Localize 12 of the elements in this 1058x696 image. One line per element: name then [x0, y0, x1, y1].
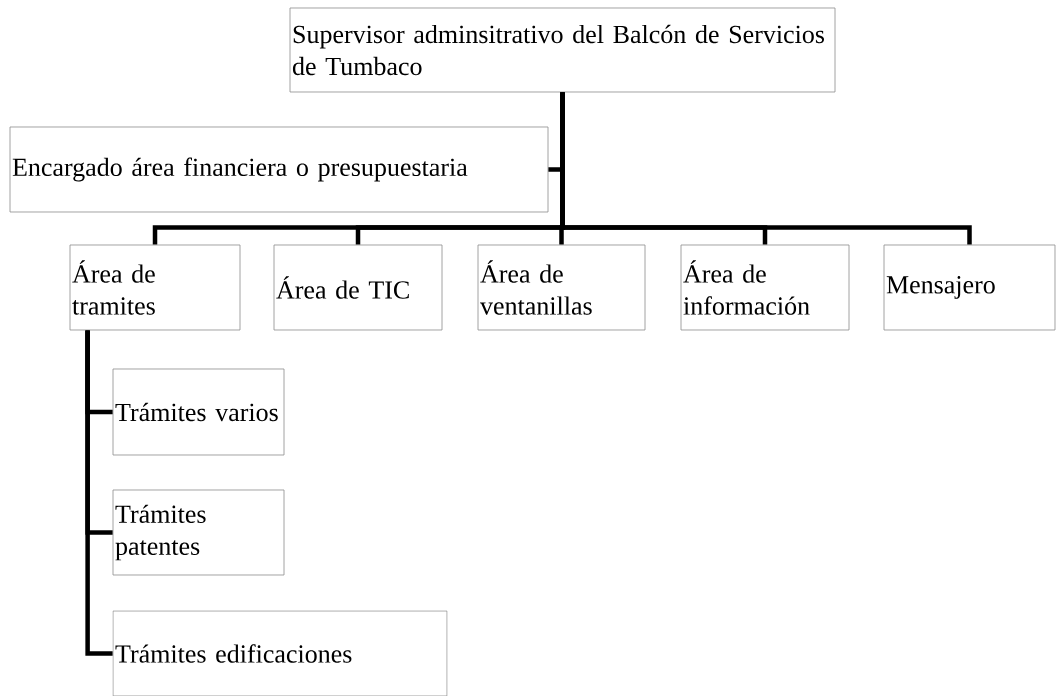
org-box: Área de tramites — [69, 244, 241, 331]
org-box: Área de información — [680, 244, 850, 331]
connector-line — [560, 92, 972, 245]
org-box: Mensajero — [883, 244, 1056, 331]
org-box: Área de TIC — [273, 244, 443, 331]
connector-line — [85, 330, 113, 656]
org-box: Trámites patentes — [112, 489, 285, 576]
org-box: Trámites varios — [112, 368, 285, 456]
org-box: Área de ventanillas — [477, 244, 646, 331]
org-box: Encargado área financiera o presupuestaria — [9, 126, 549, 213]
org-box: Supervisor adminsitrativo del Balcón de Servicios de Tumbaco — [289, 7, 836, 93]
org-box: Trámites edificaciones — [112, 610, 448, 696]
